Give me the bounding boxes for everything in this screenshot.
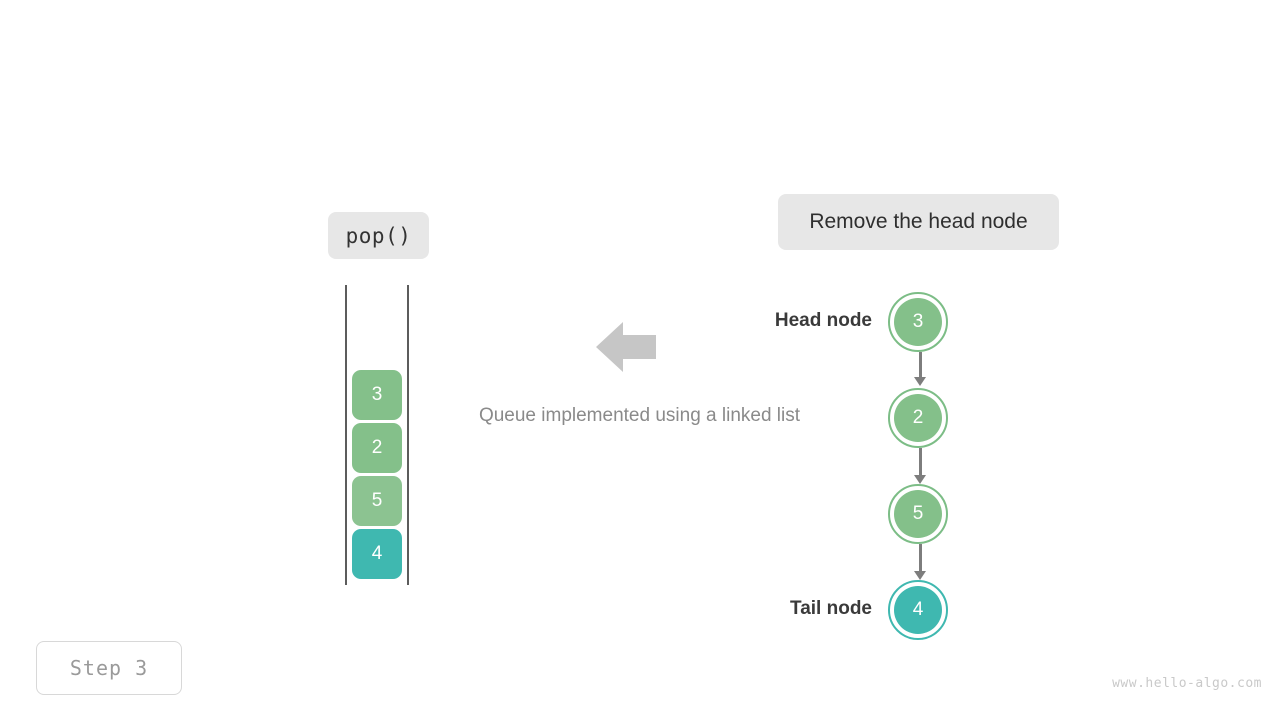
linked-list-container: 3 2 5 4 — [888, 290, 952, 642]
queue-items: 3 2 5 4 — [352, 370, 402, 579]
action-description-label: Remove the head node — [778, 194, 1059, 250]
list-node: 4 — [888, 580, 948, 640]
list-node: 3 — [888, 292, 948, 352]
queue-cell: 2 — [352, 423, 402, 473]
queue-cell: 4 — [352, 529, 402, 579]
queue-rail-right — [407, 285, 409, 585]
list-node-value: 2 — [894, 394, 942, 442]
list-node-value: 3 — [894, 298, 942, 346]
operation-label: pop() — [328, 212, 429, 259]
queue-cell: 5 — [352, 476, 402, 526]
queue-rail-left — [345, 285, 347, 585]
node-connector-arrow — [914, 448, 926, 484]
list-node: 2 — [888, 388, 948, 448]
queue-container: 3 2 5 4 — [345, 285, 409, 585]
step-badge: Step 3 — [36, 641, 182, 695]
diagram-caption: Queue implemented using a linked list — [478, 405, 801, 426]
node-connector-arrow — [914, 352, 926, 386]
queue-cell: 3 — [352, 370, 402, 420]
list-node: 5 — [888, 484, 948, 544]
left-arrow-icon — [596, 322, 656, 372]
list-node-value: 5 — [894, 490, 942, 538]
watermark: www.hello-algo.com — [1112, 676, 1262, 691]
head-node-label: Head node — [774, 310, 872, 331]
list-node-value: 4 — [894, 586, 942, 634]
tail-node-label: Tail node — [790, 598, 872, 619]
node-connector-arrow — [914, 544, 926, 580]
